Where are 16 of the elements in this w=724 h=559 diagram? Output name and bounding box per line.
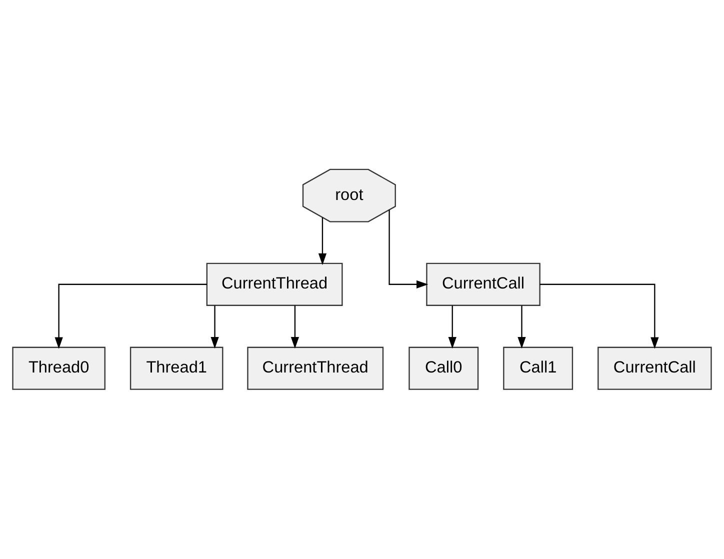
arrow xyxy=(318,218,327,266)
node-box: Call0 xyxy=(408,346,479,390)
arrow xyxy=(540,284,659,349)
arrow xyxy=(448,306,456,349)
arrow xyxy=(210,306,219,349)
arrow xyxy=(388,210,428,288)
node-box: CurrentThread xyxy=(247,346,384,390)
node-box: Thread1 xyxy=(130,346,224,390)
node-box: CurrentCall xyxy=(598,346,712,390)
arrow xyxy=(54,284,207,349)
node-box: CurrentThread xyxy=(206,262,343,306)
node-box: Thread0 xyxy=(12,346,106,390)
arrow xyxy=(518,306,526,349)
arrow xyxy=(290,306,300,349)
node-box: CurrentCall xyxy=(426,262,540,306)
node-box: Call1 xyxy=(503,346,574,390)
